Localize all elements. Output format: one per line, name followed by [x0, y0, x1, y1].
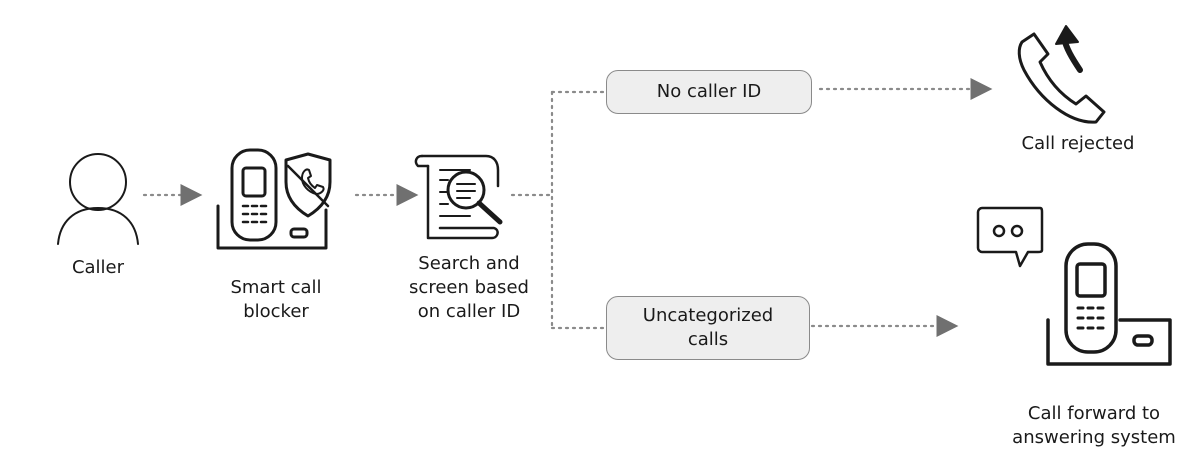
branch-no-caller-id: No caller ID	[606, 70, 812, 114]
document-search-icon	[414, 154, 503, 240]
cordless-phone-icon	[1046, 242, 1172, 366]
phone-reject-icon	[1017, 25, 1106, 124]
label-caller: Caller	[71, 257, 125, 278]
label-smart-call-blocker: Smart call blocker	[230, 277, 322, 322]
cordless-phone-shield-icon	[216, 148, 332, 250]
connectors	[142, 78, 993, 337]
person-icon	[57, 153, 139, 245]
voicemail-bubble-icon	[976, 206, 1044, 268]
connector-search-branch	[510, 90, 554, 330]
label-search-and-screen: Search and screen based on caller ID	[409, 253, 529, 322]
label-call-rejected: Call rejected	[1021, 133, 1135, 154]
label-call-forward: Call forward to answering system	[1012, 403, 1176, 448]
branch-uncategorized-calls: Uncategorized calls	[606, 296, 810, 360]
